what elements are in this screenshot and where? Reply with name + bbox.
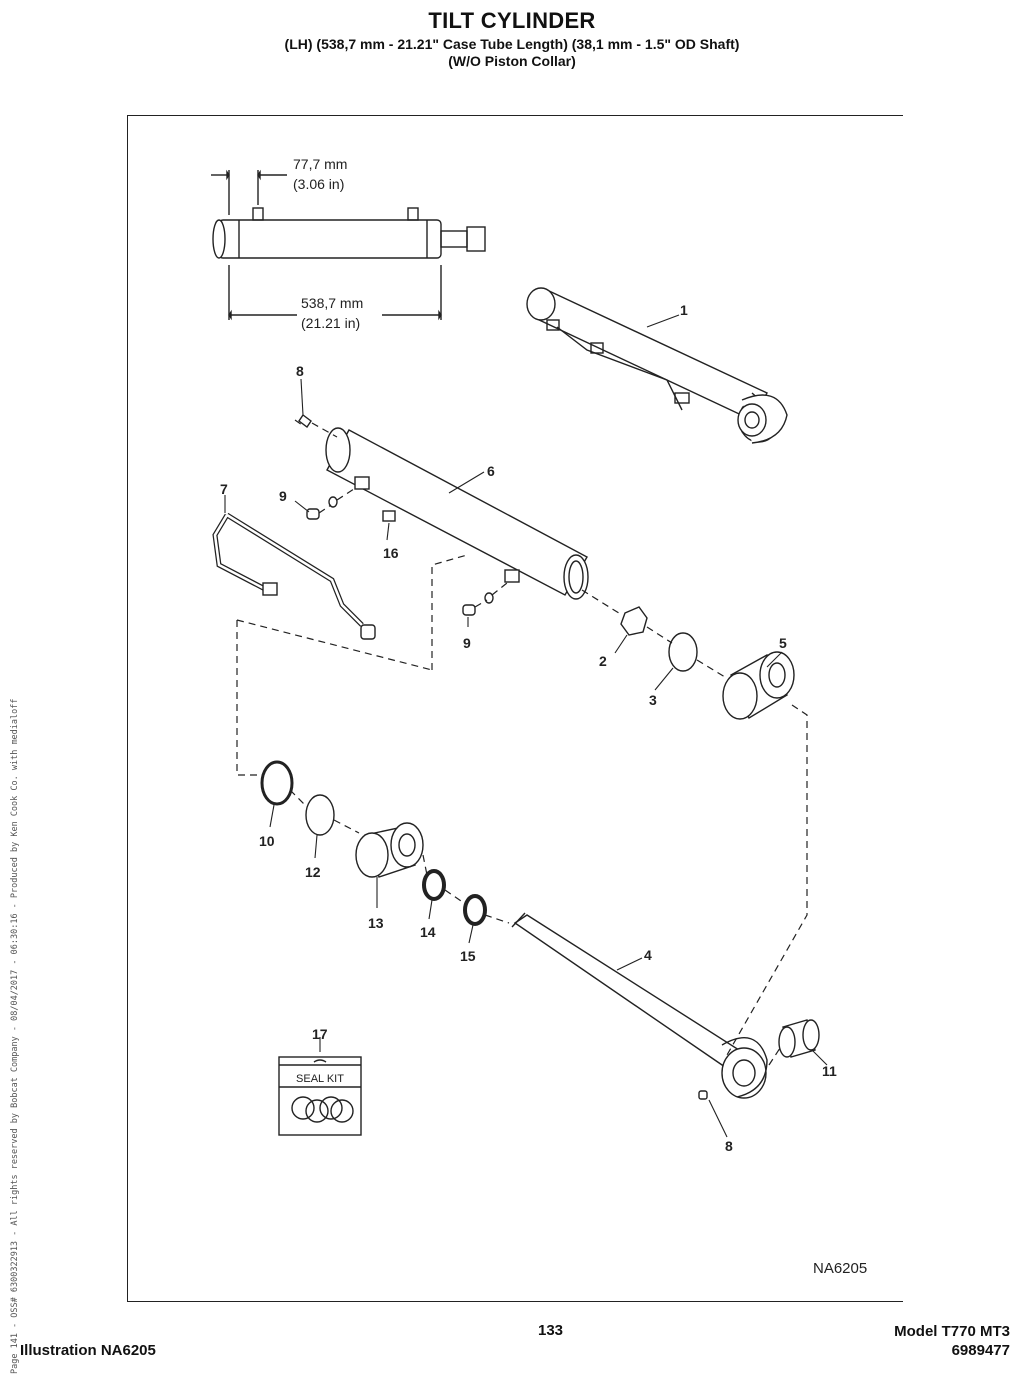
illustration-reference: Illustration NA6205 bbox=[20, 1342, 156, 1359]
diagram-frame bbox=[127, 115, 903, 1302]
callout-11: 11 bbox=[822, 1063, 837, 1079]
callout-5: 5 bbox=[779, 635, 787, 651]
page-subtitle: (LH) (538,7 mm - 21.21" Case Tube Length… bbox=[284, 36, 740, 52]
callout-13: 13 bbox=[368, 915, 384, 931]
document-number: 6989477 bbox=[951, 1342, 1010, 1359]
callout-7: 7 bbox=[220, 481, 228, 497]
callout-1: 1 bbox=[680, 302, 688, 318]
part-12-ring bbox=[305, 794, 335, 836]
callout-4: 4 bbox=[644, 947, 652, 963]
illustration-code: NA6205 bbox=[813, 1260, 867, 1277]
seal-kit-label: SEAL KIT bbox=[296, 1073, 344, 1085]
dimension-drawing: 77,7 mm (3.06 in) 538,7 mm (21.21 in) bbox=[211, 156, 486, 331]
callout-12: 12 bbox=[305, 864, 321, 880]
model-name: Model T770 MT3 bbox=[894, 1323, 1010, 1340]
part-11-bushing bbox=[778, 1019, 820, 1058]
part-10-ring bbox=[260, 760, 294, 806]
small-fittings bbox=[298, 413, 708, 1100]
part-17-seal-kit: SEAL KIT bbox=[278, 1056, 362, 1136]
callout-2: 2 bbox=[599, 653, 607, 669]
port-dimension-in: (3.06 in) bbox=[293, 176, 344, 192]
part-1-cylinder-assembly bbox=[526, 287, 788, 444]
page-number: 133 bbox=[538, 1322, 564, 1339]
side-watermark: Page 141 - OSS# 6300322913 - All rights … bbox=[10, 698, 20, 1374]
part-2-nut bbox=[620, 606, 648, 636]
callout-17: 17 bbox=[312, 1026, 328, 1042]
length-dimension-mm: 538,7 mm bbox=[301, 295, 363, 311]
leader-lines bbox=[224, 314, 828, 1138]
callout-8-top: 8 bbox=[296, 363, 304, 379]
port-dimension-mm: 77,7 mm bbox=[293, 156, 347, 172]
part-14-seal bbox=[422, 869, 446, 901]
callout-15: 15 bbox=[460, 948, 476, 964]
callout-6: 6 bbox=[487, 463, 495, 479]
part-6-case-tube bbox=[325, 427, 589, 600]
length-dimension-in: (21.21 in) bbox=[301, 315, 360, 331]
callout-14: 14 bbox=[420, 924, 436, 940]
callout-10: 10 bbox=[259, 833, 275, 849]
page-subtitle-note: (W/O Piston Collar) bbox=[448, 53, 576, 69]
callout-9-upper: 9 bbox=[279, 488, 287, 504]
part-5-piston bbox=[722, 651, 795, 720]
page-title: TILT CYLINDER bbox=[428, 8, 596, 33]
exploded-parts-diagram: 77,7 mm (3.06 in) 538,7 mm (21.21 in) bbox=[211, 156, 867, 1277]
part-15-wiper bbox=[463, 894, 487, 926]
part-7-hydraulic-tube bbox=[212, 512, 376, 640]
callout-8-bottom: 8 bbox=[725, 1138, 733, 1154]
assembly-lines bbox=[236, 419, 808, 1066]
callout-9-lower: 9 bbox=[463, 635, 471, 651]
callout-16: 16 bbox=[383, 545, 399, 561]
callout-3: 3 bbox=[649, 692, 657, 708]
part-13-gland bbox=[355, 822, 424, 878]
part-4-rod bbox=[511, 912, 768, 1099]
part-3-o-ring bbox=[668, 632, 698, 672]
